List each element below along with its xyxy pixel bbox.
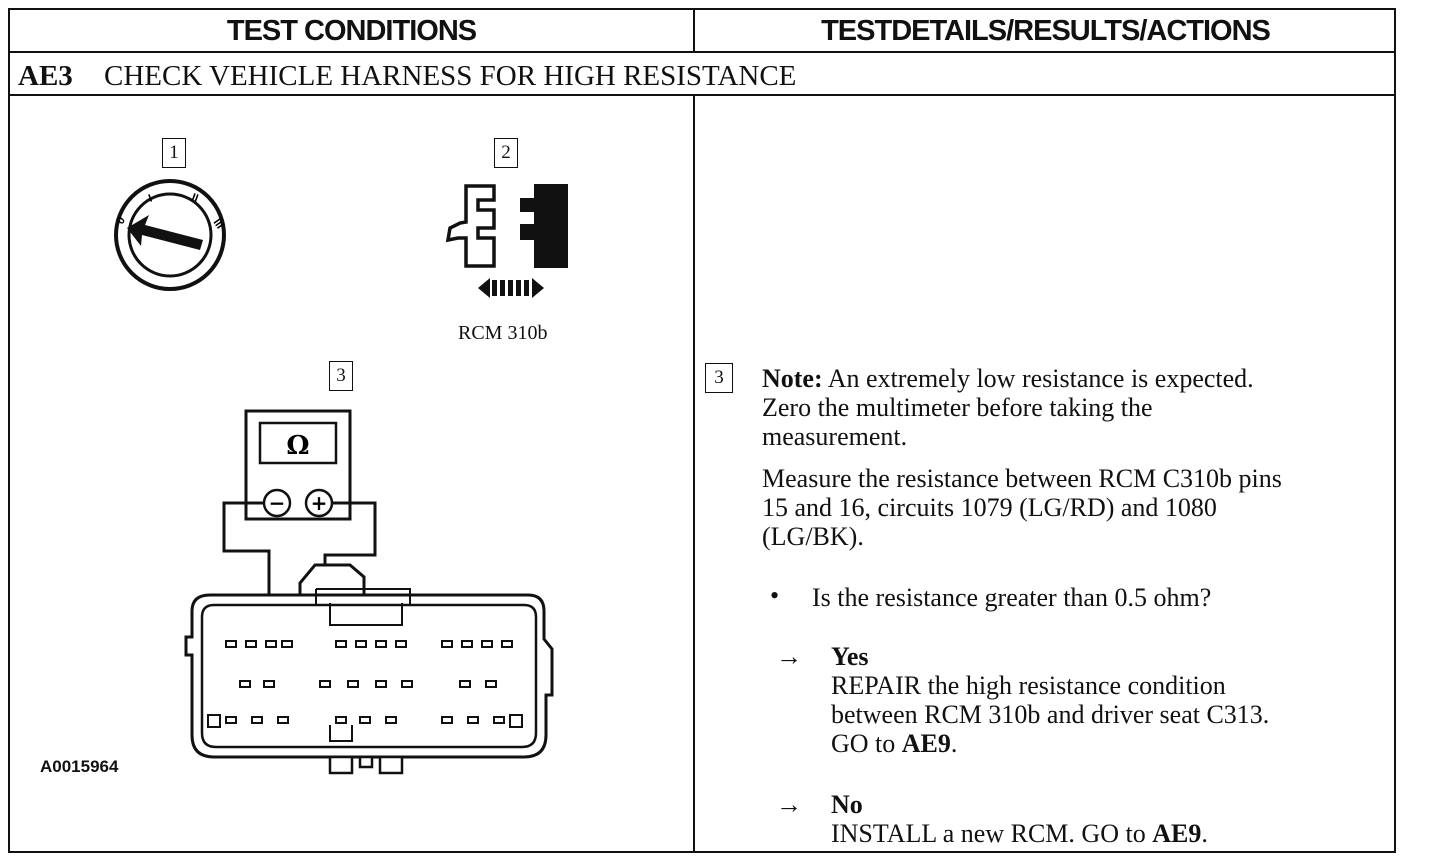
- yes-line-3-suffix: .: [950, 729, 958, 758]
- procedure-table: TEST CONDITIONS TESTDETAILS/RESULTS/ACTI…: [8, 8, 1396, 853]
- yes-line-2: between RCM 310b and driver seat C313.: [831, 700, 1270, 729]
- note-line-3: measurement.: [762, 422, 908, 451]
- connector-label: RCM 310b: [458, 322, 548, 344]
- header-divider: [10, 51, 1394, 53]
- no-line-prefix: INSTALL a new RCM. GO to: [831, 819, 1153, 848]
- yes-arrow: →: [776, 642, 802, 671]
- ignition-pos-0: 0: [115, 215, 128, 227]
- ignition-pos-2: II: [190, 192, 200, 205]
- yes-label: Yes: [831, 642, 869, 671]
- meter-plus-jack: +: [311, 491, 328, 515]
- header-test-conditions: TEST CONDITIONS: [226, 14, 477, 47]
- title-divider: [10, 94, 1394, 96]
- question-text: Is the resistance greater than 0.5 ohm?: [812, 583, 1212, 612]
- figure-id: A0015964: [40, 757, 119, 776]
- ohm-symbol: Ω: [286, 431, 309, 461]
- no-branch: No INSTALL a new RCM. GO to AE9.: [831, 790, 1208, 848]
- yes-branch: Yes REPAIR the high resistance condition…: [831, 642, 1269, 758]
- step-code: AE3: [18, 59, 73, 92]
- header-column-divider: [693, 10, 695, 52]
- measure-paragraph: Measure the resistance between RCM C310b…: [762, 464, 1282, 551]
- note-line-2: Zero the multimeter before taking the: [762, 393, 1153, 422]
- question-bullet: •: [770, 581, 780, 610]
- figure-step-1-box: 1: [162, 138, 186, 168]
- no-label: No: [831, 790, 863, 819]
- yes-line-3-prefix: GO to: [831, 729, 902, 758]
- step-title: CHECK VEHICLE HARNESS FOR HIGH RESISTANC…: [104, 59, 797, 92]
- measure-line-3: (LG/BK).: [762, 522, 864, 551]
- multimeter-connector-diagram: Ω − +: [184, 409, 554, 775]
- note-line-1: An extremely low resistance is expected.: [827, 364, 1254, 393]
- ignition-pos-1: I: [147, 192, 154, 204]
- step-title-row: AE3 CHECK VEHICLE HARNESS FOR HIGH RESIS…: [18, 57, 796, 95]
- figure-step-3-box: 3: [329, 361, 353, 391]
- no-goto-link[interactable]: AE9: [1152, 819, 1202, 848]
- note-label: Note:: [762, 364, 823, 393]
- meter-minus-jack: −: [269, 491, 286, 515]
- details-step-3-box: 3: [705, 363, 733, 393]
- yes-goto-link[interactable]: AE9: [901, 729, 951, 758]
- ignition-switch-icon: 0 I II III: [114, 179, 226, 291]
- connector-pins: [225, 640, 513, 724]
- measure-line-1: Measure the resistance between RCM C310b…: [762, 464, 1282, 493]
- connector-disconnect-icon: [445, 184, 568, 298]
- body-column-divider: [693, 94, 695, 851]
- note-paragraph: Note: An extremely low resistance is exp…: [762, 364, 1254, 451]
- measure-line-2: 15 and 16, circuits 1079 (LG/RD) and 108…: [762, 493, 1217, 522]
- no-arrow: →: [776, 790, 802, 819]
- header-test-details: TESTDETAILS/RESULTS/ACTIONS: [821, 14, 1271, 47]
- yes-line-1: REPAIR the high resistance condition: [831, 671, 1226, 700]
- no-line-suffix: .: [1201, 819, 1208, 848]
- figure-step-2-box: 2: [494, 138, 518, 168]
